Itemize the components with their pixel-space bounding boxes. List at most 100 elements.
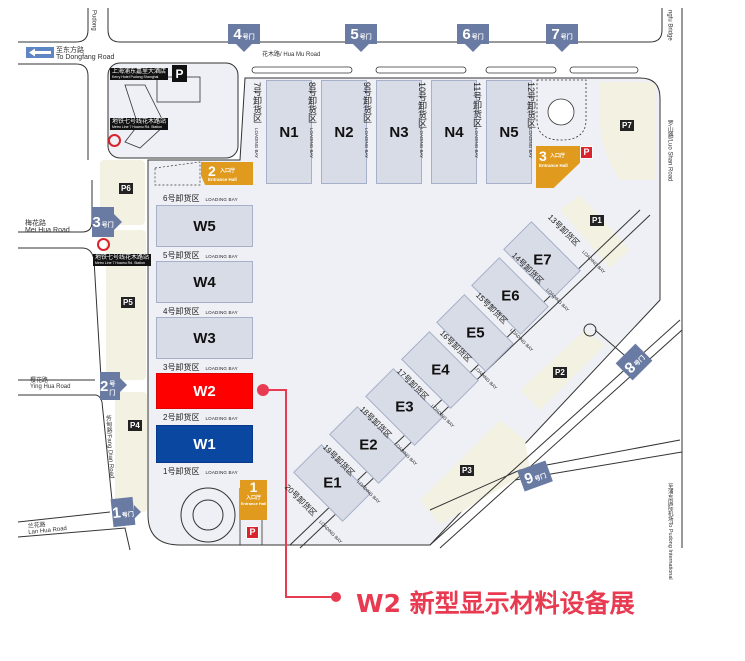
hall-n5[interactable]: N5 xyxy=(486,80,532,184)
entrance-hall-2[interactable]: 2 入口厅 Entrance Hall xyxy=(201,162,253,185)
hall-n1[interactable]: N1 xyxy=(266,80,312,184)
metro-en-2: Metro Line 7 Huamu Rd. Station xyxy=(95,260,145,265)
gate-sub: 号门 xyxy=(560,34,573,41)
entrance-num: 1 xyxy=(249,479,258,495)
gate-num: 7 xyxy=(551,25,560,43)
road-yinghua-zh: 樱花路 xyxy=(30,378,49,384)
hall-name: E3 xyxy=(394,398,414,416)
road-dongfang-zh: 至东方路 xyxy=(56,47,84,54)
gate-sub: 号门 xyxy=(109,382,116,397)
gate-num: 5 xyxy=(350,25,359,43)
bay-en: LOADING BAY xyxy=(205,470,238,475)
loading-bay-1: 1号卸货区 LOADING BAY xyxy=(163,466,238,477)
gate-sub: 号门 xyxy=(533,472,548,483)
parking-p1[interactable]: P1 xyxy=(590,215,604,226)
parking-icon-red: P xyxy=(580,146,593,159)
loading-bay-11: 11号卸货区 xyxy=(472,82,482,128)
down-arrow-icon xyxy=(353,44,369,52)
down-arrow-icon xyxy=(465,44,481,52)
hall-w4[interactable]: W4 xyxy=(156,261,253,303)
hall-name: E7 xyxy=(532,251,552,269)
bay-zh: 2号卸货区 xyxy=(163,413,200,422)
parking-p5[interactable]: P5 xyxy=(121,297,135,308)
gate-num: 3 xyxy=(92,213,101,231)
down-arrow-icon xyxy=(236,44,252,52)
parking-garage-icon: P xyxy=(172,65,187,82)
hall-name: E1 xyxy=(322,474,342,492)
entrance-en: Entrance Hall xyxy=(240,501,267,506)
down-arrow-icon xyxy=(554,44,570,52)
metro-icon xyxy=(97,238,110,251)
parking-p7[interactable]: P7 xyxy=(620,120,634,131)
hotel-zh: 上海浦东嘉里大酒店 xyxy=(112,69,167,75)
loading-bay-en: LOADING BAY xyxy=(254,128,259,159)
bay-en: LOADING BAY xyxy=(205,197,238,202)
gate-sub: 号门 xyxy=(359,34,372,41)
loading-bay-en: LOADING BAY xyxy=(364,128,369,159)
gate-sub: 号门 xyxy=(242,34,255,41)
hall-n4[interactable]: N4 xyxy=(431,80,477,184)
loading-bay-en: LOADING BAY xyxy=(309,128,314,159)
road-label-bridge: ngfu Bridge xyxy=(666,10,673,41)
parking-icon-red: P xyxy=(246,526,259,539)
hotel-en: Kerry Hotel Pudong Shanghai xyxy=(112,74,159,79)
hall-w5[interactable]: W5 xyxy=(156,205,253,247)
hall-name: E2 xyxy=(358,436,378,454)
metro-zh-1: 地铁七号线花木路站 xyxy=(112,119,167,125)
hall-n2[interactable]: N2 xyxy=(321,80,367,184)
loading-bay-en: LOADING BAY xyxy=(528,128,533,159)
bay-zh: 6号卸货区 xyxy=(163,194,200,203)
parking-p2[interactable]: P2 xyxy=(553,367,567,378)
loading-bay-7: 7号卸货区 xyxy=(252,82,262,124)
road-label-airport: 至浦东国际机场To Pudong International xyxy=(666,483,673,580)
loading-bay-10: 10号卸货区 xyxy=(417,82,427,129)
loading-bay-en: LOADING BAY xyxy=(474,128,479,159)
gate-num: 1 xyxy=(111,503,122,522)
entrance-en: Entrance Hall xyxy=(208,177,237,182)
entrance-hall-1[interactable]: 1 入口厅 Entrance Hall xyxy=(240,480,267,520)
right-arrow-icon xyxy=(120,378,127,392)
metro-zh-2: 地铁七号线花木路站 xyxy=(95,255,150,261)
hall-w2-highlighted[interactable]: W2 xyxy=(156,373,253,409)
hall-n3[interactable]: N3 xyxy=(376,80,422,184)
bay-zh: 3号卸货区 xyxy=(163,363,200,372)
hall-w1[interactable]: W1 xyxy=(156,425,253,463)
bay-en: LOADING BAY xyxy=(205,366,238,371)
hall-name: E4 xyxy=(430,361,450,379)
loading-bay-en: LOADING BAY xyxy=(419,128,424,159)
gate-num: 2 xyxy=(100,377,109,395)
road-airport-en: To Pudong International xyxy=(666,521,673,580)
road-meihua-zh: 梅花路 xyxy=(25,220,46,227)
bay-zh: 5号卸货区 xyxy=(163,251,200,260)
bay-en: LOADING BAY xyxy=(205,416,238,421)
entrance-num: 2 xyxy=(208,163,216,179)
right-arrow-icon xyxy=(134,505,141,519)
hall-w3[interactable]: W3 xyxy=(156,317,253,359)
parking-p6[interactable]: P6 xyxy=(119,183,133,194)
road-airport-zh: 至浦东国际机场 xyxy=(666,483,673,522)
bay-zh: 4号卸货区 xyxy=(163,307,200,316)
gate-sub: 号门 xyxy=(121,511,135,519)
gate-sub: 号门 xyxy=(471,34,484,41)
loading-bay-9: 9号卸货区 xyxy=(362,82,372,124)
entrance-num: 3 xyxy=(539,148,547,164)
bay-zh: 1号卸货区 xyxy=(163,467,200,476)
parking-p3[interactable]: P3 xyxy=(460,465,474,476)
parking-p4[interactable]: P4 xyxy=(128,420,142,431)
loading-bay-6: 6号卸货区 LOADING BAY xyxy=(163,193,238,204)
loading-bay-8: 8号卸货区 xyxy=(307,82,317,124)
